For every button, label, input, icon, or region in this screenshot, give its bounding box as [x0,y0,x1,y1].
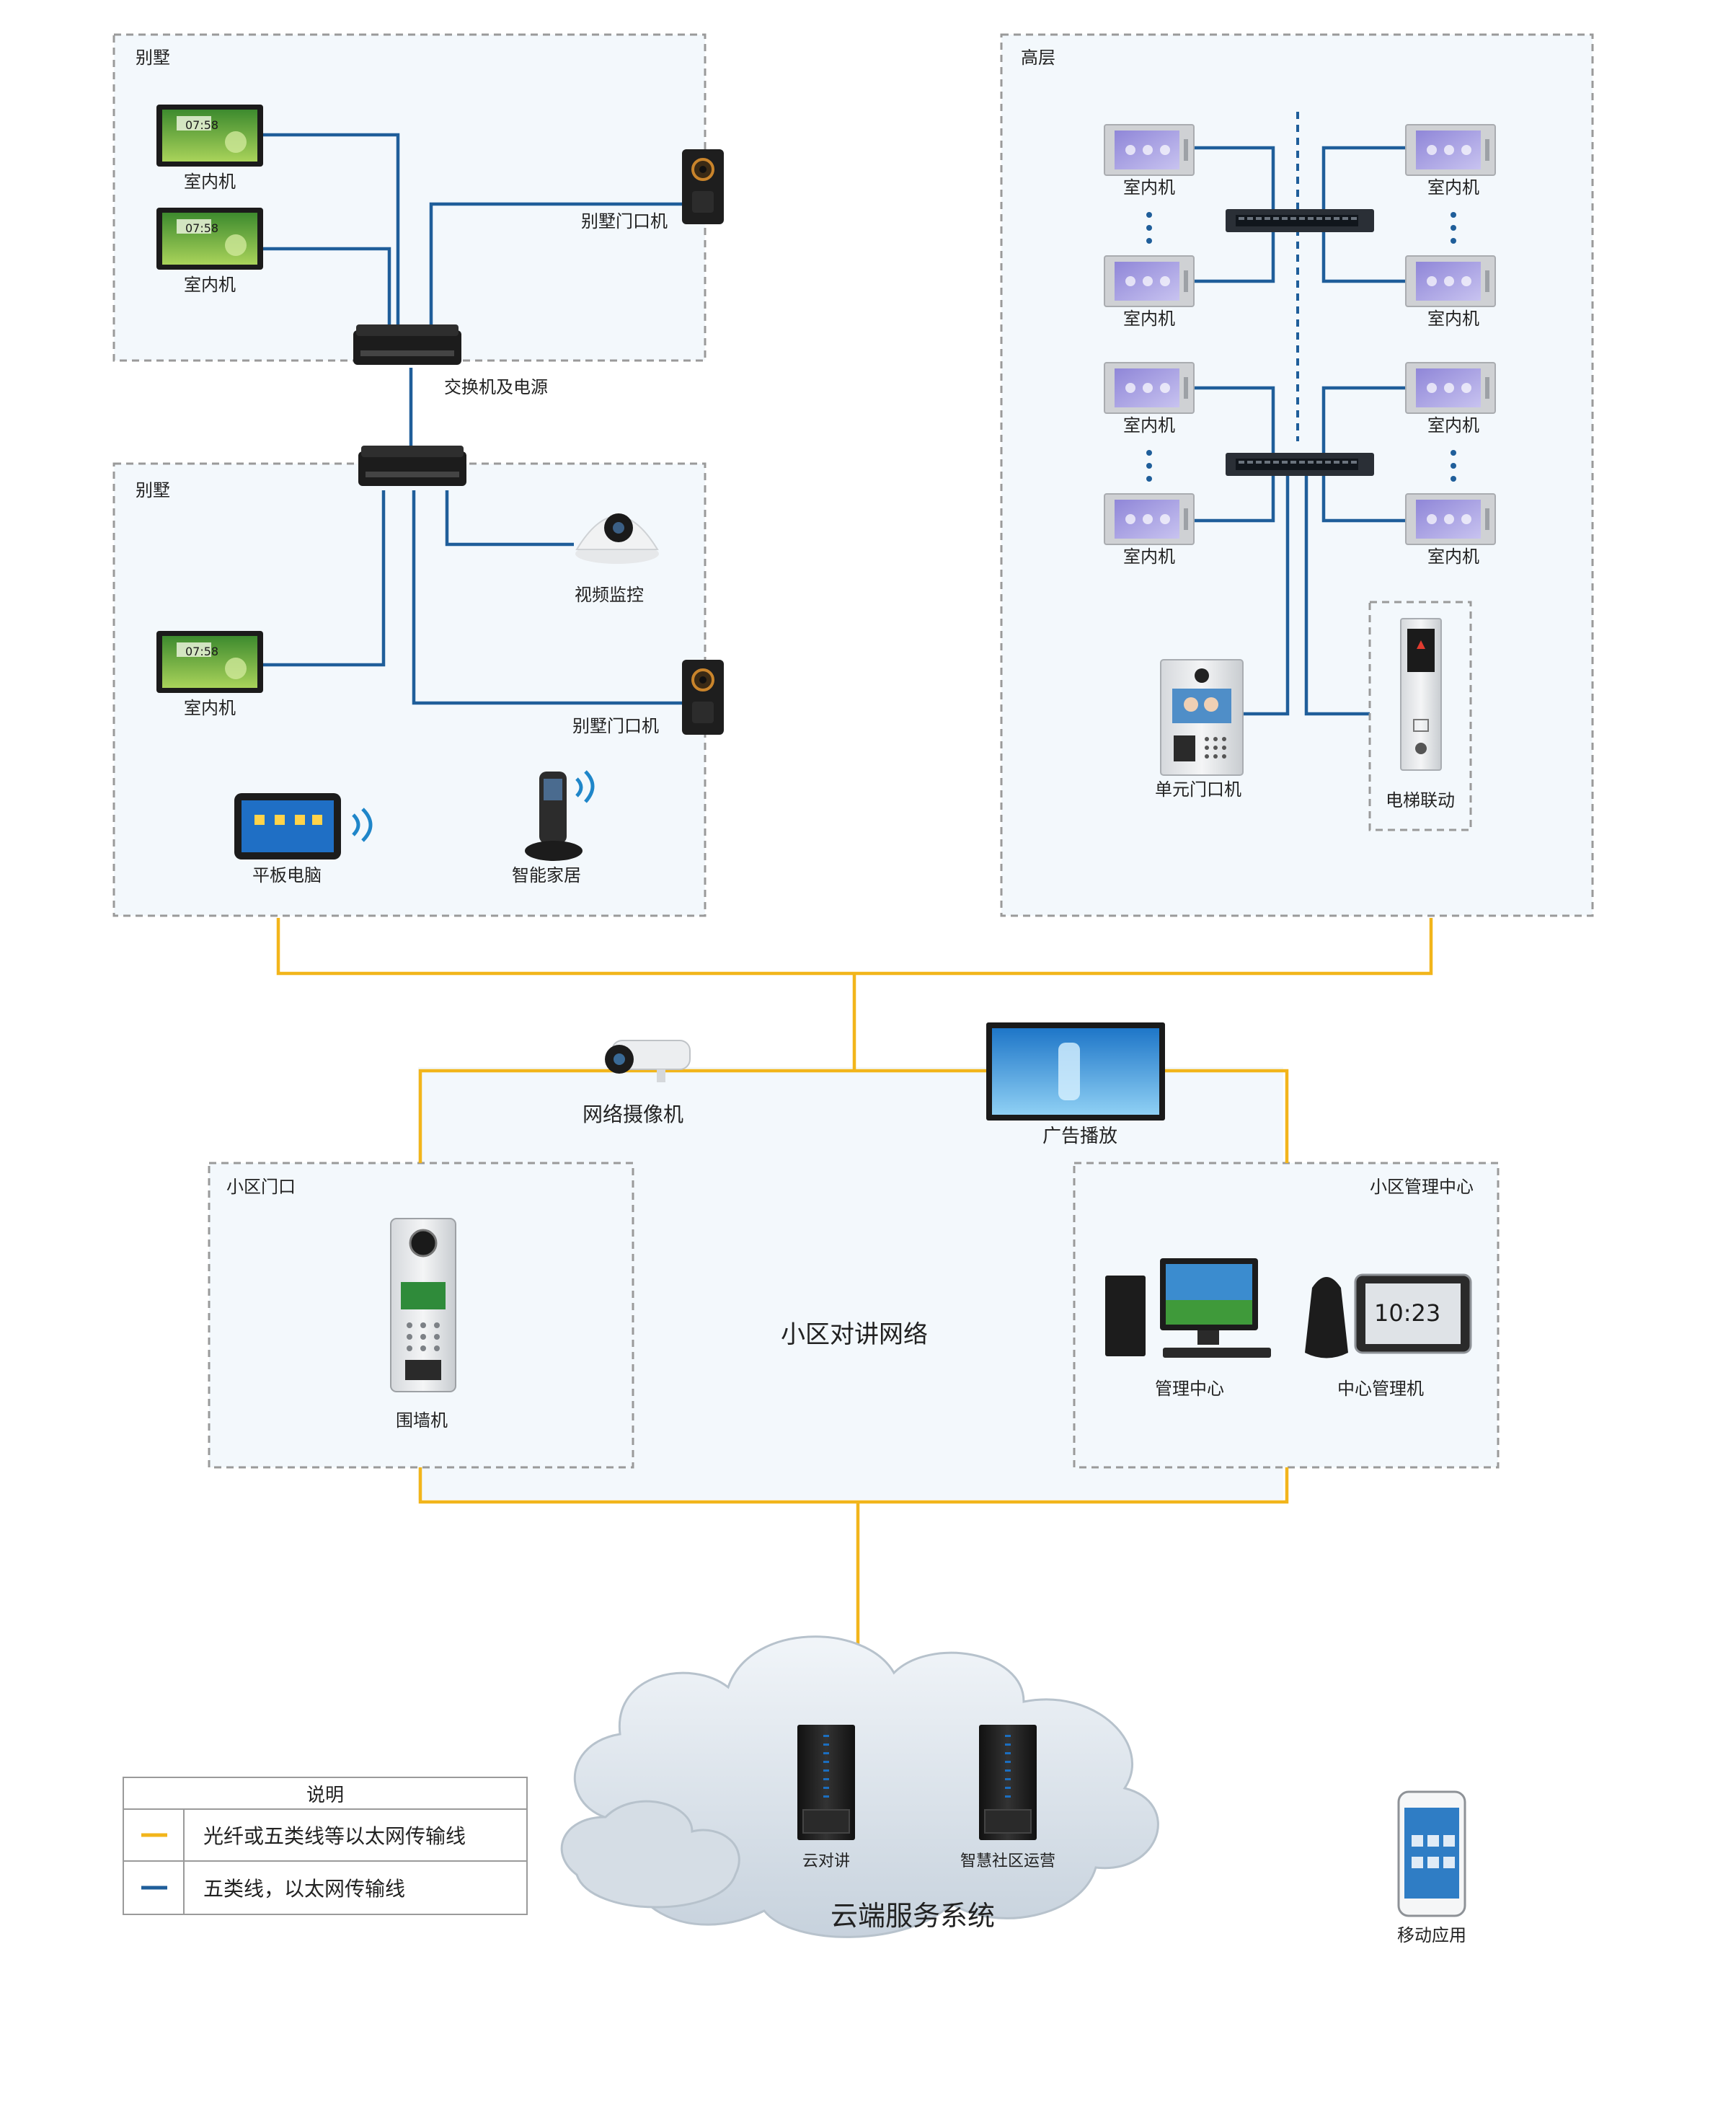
network-camera-label: 网络摄像机 [583,1102,683,1126]
switch-villa-bottom [358,446,466,486]
backbone-wiring [276,918,1433,1702]
highrise-label-l2: 室内机 [1123,309,1175,329]
smart-home-handset-icon [525,770,595,861]
indoor-unit-label-1: 室内机 [184,172,236,192]
legend-item-fiber: 光纤或五类线等以太网传输线 [203,1824,466,1848]
villa-door-station-label-bottom: 别墅门口机 [572,716,659,736]
indoor-unit-highrise-r2 [1405,255,1496,307]
smart-home-label: 智能家居 [512,865,581,885]
switch-villa-top [353,324,461,365]
vertical-ellipsis [1146,212,1456,482]
cloud-title: 云端服务系统 [831,1900,995,1932]
switch-highrise-upper [1226,209,1374,232]
video-surveillance-label: 视频监控 [575,585,644,605]
mobile-phone-icon [1397,1790,1466,1917]
wall-station-icon [390,1218,456,1392]
server-smart-community-icon [978,1724,1037,1841]
legend-item-cat5: 五类线，以太网传输线 [203,1877,405,1901]
indoor-unit-highrise-l1 [1104,124,1195,176]
server-cloud-intercom-icon [797,1724,856,1841]
indoor-unit-label-2: 室内机 [184,275,236,295]
bullet-camera-icon [605,1040,691,1082]
smart-community-ops-label: 智慧社区运营 [960,1852,1055,1870]
indoor-unit-highrise-r1 [1405,124,1496,176]
indoor-unit-highrise-l2 [1104,255,1195,307]
indoor-unit-villa-bottom: 07:58 [156,631,263,693]
legend-title: 说明 [306,1785,344,1806]
highrise-label-r1: 室内机 [1427,177,1479,198]
highrise-label-r3: 室内机 [1427,415,1479,436]
tablet-label: 平板电脑 [252,865,322,885]
unit-door-station [1160,659,1244,776]
indoor-unit-highrise-r3 [1405,362,1496,414]
highrise-label-r4: 室内机 [1427,547,1479,567]
ad-display-icon [986,1022,1165,1121]
zone-villa-top [112,33,707,362]
center-screen-time: 10:23 [1374,1299,1440,1327]
elevator-link-box [1368,601,1472,831]
highrise-label-l4: 室内机 [1123,547,1175,567]
switch-power-label: 交换机及电源 [444,377,548,397]
center-manager-label: 中心管理机 [1337,1379,1424,1399]
highrise-wiring [1194,112,1406,716]
elevator-link-label: 电梯联动 [1386,790,1455,810]
network-title: 小区对讲网络 [781,1320,928,1349]
indoor-unit-label-3: 室内机 [184,698,236,718]
switch-highrise-lower [1226,453,1374,476]
villa-door-station-label-top: 别墅门口机 [581,211,668,231]
indoor-unit-villa-top-1: 07:58 [156,105,263,167]
elevator-panel-icon [1400,618,1442,771]
unit-door-station-label: 单元门口机 [1155,779,1241,800]
zone-villa-bottom-label: 别墅 [136,480,170,500]
indoor-unit-highrise-l4 [1104,493,1195,545]
highrise-label-l3: 室内机 [1123,415,1175,436]
center-manager-icon: 10:23 [1305,1273,1472,1358]
highrise-indoor-labels: 室内机 室内机 室内机 室内机 室内机 室内机 室内机 室内机 [1123,177,1479,567]
zone-villa-top-label: 别墅 [136,48,170,68]
cloud-intercom-label: 云对讲 [802,1852,850,1870]
cloud-shape [560,1635,1159,1938]
villa-door-station-top [681,148,725,226]
indoor-screen-time: 07:58 [185,118,218,132]
villa-bottom-wiring [263,490,683,705]
wall-station-label: 围墙机 [396,1410,448,1431]
zone-highrise-label: 高层 [1021,48,1055,68]
indoor-screen-time: 07:58 [185,645,218,658]
tablet-icon [234,793,373,859]
indoor-unit-villa-top-2: 07:58 [156,208,263,270]
dome-camera [575,513,659,564]
zone-community-gate-label: 小区门口 [226,1177,296,1197]
villa-door-station-bottom [681,658,725,736]
management-center-pc-label: 管理中心 [1155,1379,1224,1399]
highrise-label-r2: 室内机 [1427,309,1479,329]
highrise-label-l1: 室内机 [1123,177,1175,198]
villa-top-wiring [263,133,683,451]
legend: 说明 光纤或五类线等以太网传输线 五类线，以太网传输线 [123,1777,528,1915]
mobile-app-label: 移动应用 [1397,1925,1466,1945]
indoor-unit-highrise-l3 [1104,362,1195,414]
zone-management-center-label: 小区管理中心 [1370,1177,1474,1197]
management-pc-icon [1105,1258,1271,1358]
indoor-unit-highrise-r4 [1405,493,1496,545]
indoor-screen-time: 07:58 [185,221,218,235]
ad-display-label: 广告播放 [1042,1126,1117,1147]
